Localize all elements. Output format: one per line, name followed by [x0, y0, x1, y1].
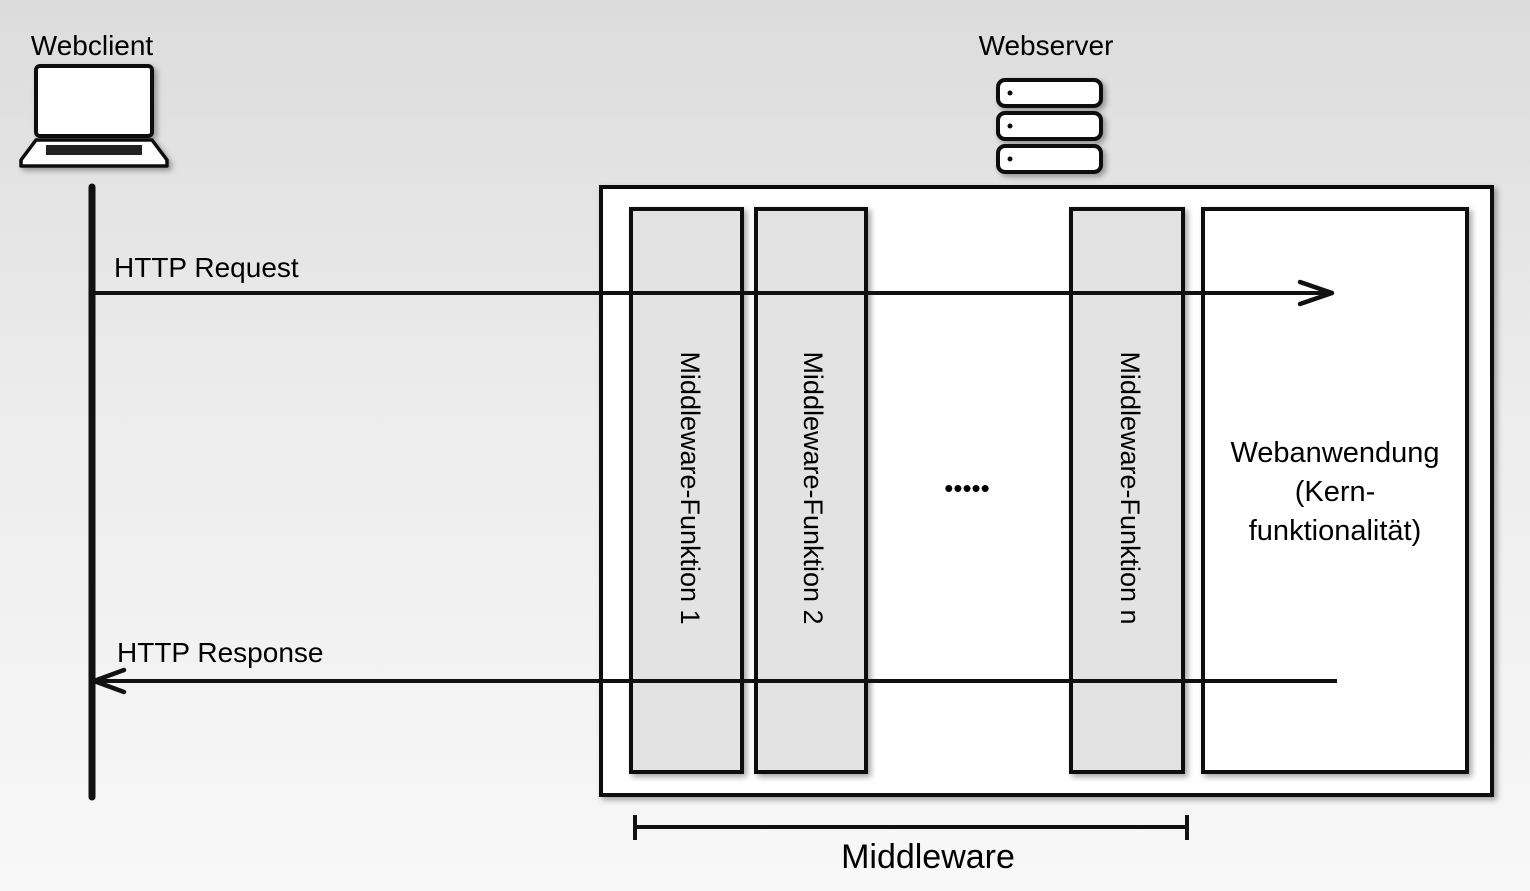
http-response-arrow — [91, 667, 1337, 695]
middleware-group-label: Middleware — [841, 838, 1015, 876]
middleware-function-label: Middleware-Funktion 1 — [675, 351, 705, 624]
middleware-function-label: Middleware-Funktion n — [1115, 351, 1145, 624]
webserver-label: Webserver — [979, 30, 1114, 61]
http-request-arrow — [92, 279, 1335, 307]
webapp-label-line-2: (Kern- — [1295, 476, 1376, 508]
webapp-label-line-1: Webanwendung — [1230, 437, 1439, 469]
middleware-bracket — [633, 815, 1189, 840]
webclient-label: Webclient — [31, 30, 154, 61]
middleware-function-box — [629, 207, 744, 774]
webapp-label-line-3: funktionalität) — [1249, 515, 1422, 547]
middleware-function-box — [754, 207, 868, 774]
middleware-function-label: Middleware-Funktion 2 — [798, 351, 828, 624]
http-response-label: HTTP Response — [117, 637, 323, 668]
middleware-function-box — [1069, 207, 1185, 774]
ellipsis-dots: ••••• — [944, 473, 990, 503]
laptop-icon — [19, 64, 169, 168]
server-stack-icon — [996, 78, 1103, 174]
webapp-box — [1201, 207, 1469, 774]
http-request-label: HTTP Request — [114, 252, 299, 283]
